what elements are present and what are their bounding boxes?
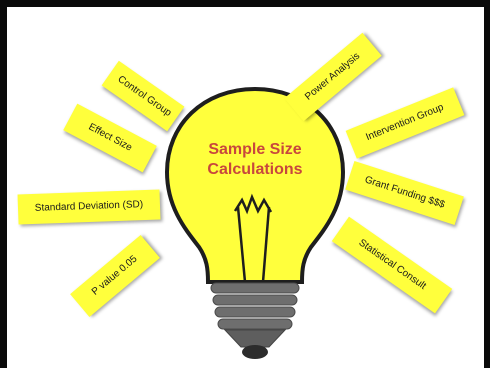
filament-wire-left [236, 206, 247, 283]
bulb-base-neck [223, 329, 287, 348]
bulb-base-thread [210, 282, 300, 294]
bulb-base-thread [214, 306, 296, 318]
bulb-glass [164, 86, 346, 284]
bulb-base-tip [242, 345, 268, 359]
center-title-line1: Sample Size [208, 141, 302, 158]
center-title: Sample Size Calculations [183, 140, 327, 180]
label-standard-deviation: Standard Deviation (SD) [17, 189, 161, 225]
bulb-base-thread [217, 318, 293, 330]
filament-wire-right [261, 206, 271, 283]
light-bulb-icon [164, 86, 346, 359]
bulb-base-thread [212, 294, 298, 306]
bulb-filament [233, 193, 273, 215]
center-title-line2: Calculations [207, 161, 303, 178]
